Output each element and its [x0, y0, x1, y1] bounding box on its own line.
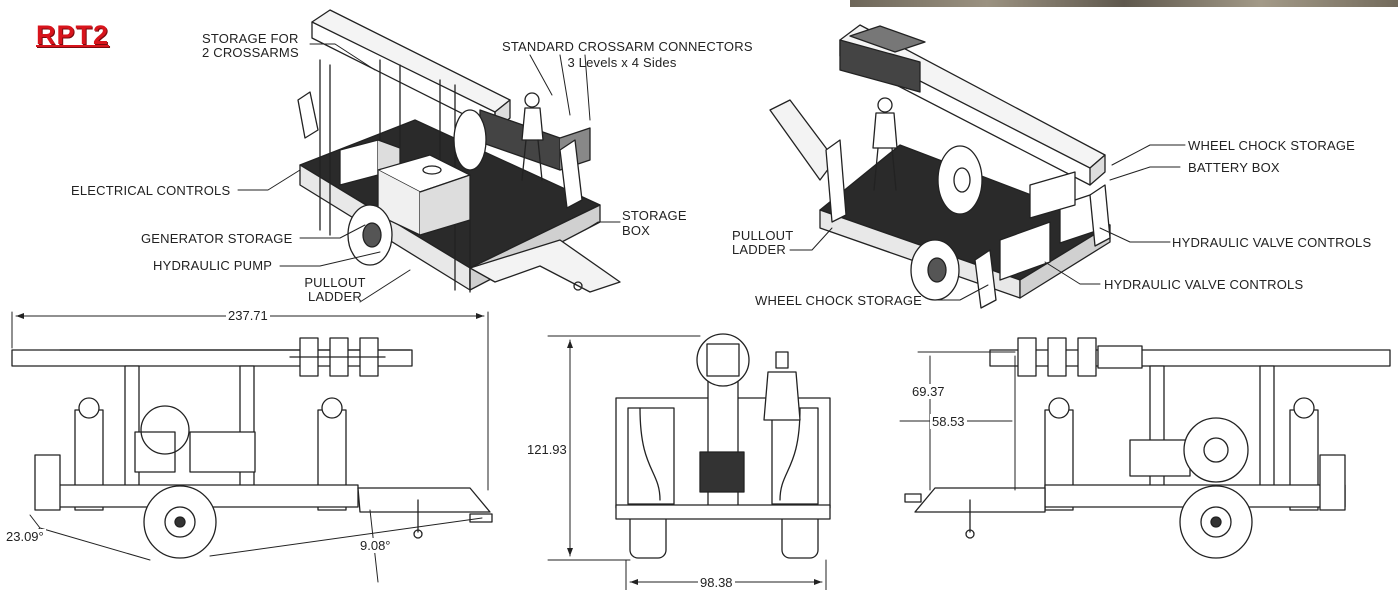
callout-crossarm-connectors-2: 3 Levels x 4 Sides — [567, 55, 677, 70]
dimension-approach-angle: 9.08° — [358, 538, 393, 553]
callout-pullout-ladder-left-2: LADDER — [308, 289, 362, 304]
callout-hydraulic-valve-controls-2: HYDRAULIC VALVE CONTROLS — [1104, 277, 1304, 292]
callout-storage-crossarms-2: 2 CROSSARMS — [202, 45, 299, 60]
dimension-overall-height: 121.93 — [525, 442, 569, 457]
callout-wheel-chock-storage-bottom: WHEEL CHOCK STORAGE — [755, 293, 923, 308]
brand-title: RPT2 — [36, 20, 110, 50]
callout-storage-box-1: STORAGE — [622, 208, 687, 223]
side-view-left — [11, 311, 493, 583]
callout-pullout-ladder-right-2: LADDER — [732, 242, 786, 257]
dimension-overall-width: 98.38 — [698, 575, 735, 590]
dimension-departure-angle: 23.09° — [4, 529, 46, 544]
side-view-right — [899, 337, 1391, 559]
callout-wheel-chock-storage-top: WHEEL CHOCK STORAGE — [1188, 138, 1356, 153]
rear-view — [547, 333, 831, 590]
callout-electrical-controls: ELECTRICAL CONTROLS — [71, 183, 231, 198]
callout-generator-storage: GENERATOR STORAGE — [141, 231, 293, 246]
callout-hydraulic-pump: HYDRAULIC PUMP — [153, 258, 273, 273]
callout-battery-box: BATTERY BOX — [1188, 160, 1280, 175]
iso-view-right — [769, 24, 1111, 309]
photo-strip — [850, 0, 1398, 7]
callout-pullout-ladder-right-1: PULLOUT — [732, 228, 794, 243]
leader-lines — [237, 43, 1186, 303]
iso-view-left — [297, 9, 621, 293]
callout-crossarm-connectors-1: STANDARD CROSSARM CONNECTORS — [502, 39, 753, 54]
callout-storage-box-2: BOX — [622, 223, 651, 238]
callout-hydraulic-valve-controls-1: HYDRAULIC VALVE CONTROLS — [1172, 235, 1372, 250]
callout-pullout-ladder-left-1: PULLOUT — [304, 275, 366, 290]
dimension-overall-length: 237.71 — [226, 308, 270, 323]
dimension-mast-offset: 58.53 — [930, 414, 967, 429]
dimension-mast-height: 69.37 — [910, 384, 947, 399]
callout-storage-crossarms-1: STORAGE FOR — [202, 31, 299, 46]
